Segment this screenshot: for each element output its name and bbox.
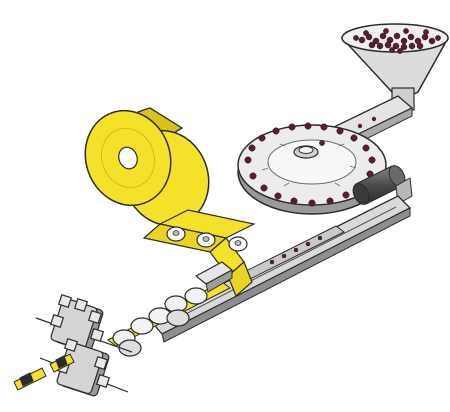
lower-gear bbox=[56, 339, 110, 397]
gear-cutters bbox=[36, 295, 132, 397]
